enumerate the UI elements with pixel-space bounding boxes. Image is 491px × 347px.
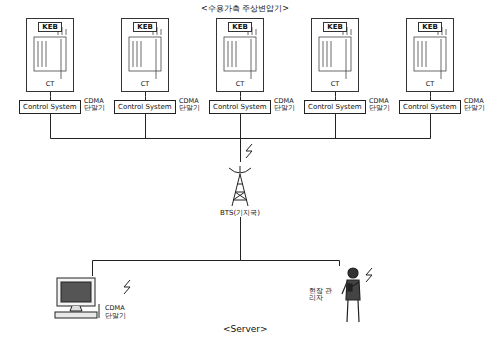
modem-label: CDMA 단말기: [105, 305, 131, 320]
transformer-label: KEB: [228, 22, 252, 32]
drop-wire: [441, 39, 442, 79]
lattice-tower: [232, 174, 248, 206]
diagram-title: <수용가측 주상변압기>: [201, 4, 289, 13]
wireless-symbols: [124, 144, 372, 294]
modem-label: CDMA 단말기: [369, 98, 393, 113]
pole-transformer: KEB CT: [311, 18, 359, 92]
control-system-box: Control System: [304, 100, 366, 114]
ct-label: CT: [425, 81, 436, 88]
connector-line: [241, 217, 340, 266]
transformer-label: KEB: [38, 22, 62, 32]
drop-wire: [156, 39, 157, 79]
transformer-label: KEB: [323, 22, 347, 32]
worker-label: 현장 관리자: [309, 288, 335, 303]
control-label: Control System: [308, 103, 362, 111]
transformer-label: KEB: [133, 22, 157, 32]
connector-line: [146, 114, 241, 162]
bts-tower-icon: [223, 162, 257, 208]
ct-label: CT: [235, 81, 246, 88]
tower-strokes: [229, 166, 251, 206]
keyboard: [55, 312, 97, 318]
cooling-fins: [323, 41, 331, 67]
connector-line: [430, 92, 431, 100]
screen: [61, 282, 91, 302]
cooling-fins: [38, 41, 46, 67]
handset: [348, 284, 352, 291]
transformer-label: KEB: [418, 22, 442, 32]
control-system-box: Control System: [399, 100, 461, 114]
drop-wire: [251, 39, 252, 79]
drop-wire: [346, 39, 347, 79]
modem-antenna: [99, 304, 100, 318]
transformer-strokes: [224, 25, 256, 79]
ct-label: CT: [140, 81, 151, 88]
wireless-bolt: [366, 268, 372, 282]
cooling-fins: [418, 41, 426, 67]
stand: [70, 306, 82, 311]
arms: [342, 282, 359, 294]
field-worker-icon: [338, 266, 368, 324]
wireless-bolt: [246, 144, 252, 158]
server-computer-icon: [53, 276, 103, 320]
control-system-box: Control System: [209, 100, 271, 114]
modem-label: CDMA 단말기: [464, 98, 488, 113]
modem-label: CDMA 단말기: [179, 98, 203, 113]
control-label: Control System: [403, 103, 457, 111]
pole-transformer: KEB CT: [121, 18, 169, 92]
transformer-strokes: [414, 25, 446, 79]
base-station: BTS(기지국): [220, 162, 260, 217]
connector-line: [145, 92, 146, 100]
ct-label: CT: [330, 81, 341, 88]
control-label: Control System: [118, 103, 172, 111]
control-system-box: Control System: [114, 100, 176, 114]
modem-label: CDMA 단말기: [84, 98, 108, 113]
connector-line: [240, 92, 241, 100]
field-worker: 현장 관리자: [309, 266, 368, 324]
computer-strokes: [55, 278, 99, 318]
cooling-fins: [133, 41, 141, 67]
connector-line: [93, 217, 241, 276]
base-station-label: BTS(기지국): [220, 209, 260, 217]
cooling-fins: [228, 41, 236, 67]
control-label: Control System: [213, 103, 267, 111]
legs: [347, 300, 359, 322]
server-caption: <Server>: [223, 324, 268, 334]
ct-label: CT: [45, 81, 56, 88]
pole-transformer: KEB CT: [216, 18, 264, 92]
transformer-strokes: [319, 25, 351, 79]
antenna-feed: [239, 166, 240, 173]
wireless-bolt: [124, 280, 130, 294]
connector-line: [335, 92, 336, 100]
pole-transformer: KEB CT: [26, 18, 74, 92]
drop-wire: [61, 39, 62, 79]
modem-label: CDMA 단말기: [274, 98, 298, 113]
connector-line: [241, 114, 431, 162]
transformer-strokes: [129, 25, 161, 79]
control-label: Control System: [23, 103, 77, 111]
head: [348, 268, 358, 278]
pole-transformer: KEB CT: [406, 18, 454, 92]
person-strokes: [342, 268, 360, 322]
connector-line: [50, 92, 51, 100]
server-computer: CDMA 단말기: [53, 276, 131, 320]
transformer-strokes: [34, 25, 66, 79]
control-system-box: Control System: [19, 100, 81, 114]
connector-line: [51, 114, 241, 162]
monitor: [57, 278, 95, 306]
